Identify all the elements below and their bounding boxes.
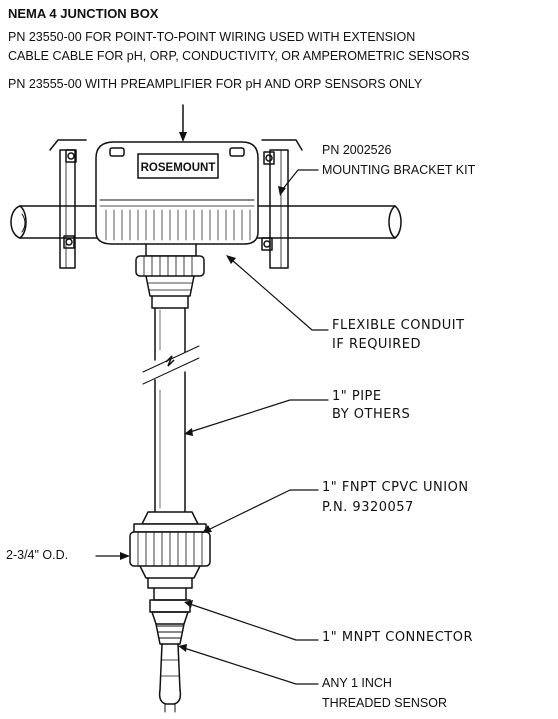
mnpt-connector (149, 587, 191, 645)
connector-label: 1" MNPT CONNECTOR (322, 630, 473, 645)
svg-text:ROSEMOUNT: ROSEMOUNT (141, 162, 216, 174)
junction-box-desc-line-3: PN 23555-00 WITH PREAMPLIFIER FOR pH AND… (8, 77, 423, 91)
junction-box-desc-line-2: CABLE CABLE FOR pH, ORP, CONDUCTIVITY, O… (8, 49, 470, 63)
conduit-label-1: FLEXIBLE CONDUIT (332, 318, 465, 333)
conduit-label-2: IF REQUIRED (332, 337, 422, 352)
diagram-title: NEMA 4 JUNCTION BOX (8, 6, 159, 21)
bracket-bolts (63, 149, 275, 251)
pipe-break-icon (165, 355, 175, 367)
bracket-name: MOUNTING BRACKET KIT (322, 163, 476, 177)
cpvc-union (129, 511, 211, 589)
rosemount-logo: ROSEMOUNT (137, 153, 219, 179)
callout-arrowheads (120, 186, 286, 652)
union-part-number: P.N. 9320057 (322, 500, 414, 515)
threaded-sensor (158, 643, 182, 713)
flexible-conduit-fitting (135, 243, 205, 309)
mounting-bracket-left (49, 139, 87, 269)
sensor-label-2: THREADED SENSOR (322, 696, 448, 710)
pipe-label-1: 1" PIPE (332, 389, 382, 404)
bracket-part-number: PN 2002526 (322, 143, 392, 157)
outer-diameter-label: 2-3/4" O.D. (6, 548, 69, 562)
pipe-label-2: BY OTHERS (332, 407, 411, 422)
mounting-bracket-right (261, 139, 303, 269)
union-label: 1" FNPT CPVC UNION (322, 480, 469, 495)
vertical-pipe (142, 307, 200, 513)
callout-leaders (95, 169, 329, 685)
box-pointer-arrowhead (179, 132, 187, 142)
junction-box-desc-line-1: PN 23550-00 FOR POINT-TO-POINT WIRING US… (8, 30, 416, 44)
sensor-label-1: ANY 1 INCH (322, 676, 392, 690)
